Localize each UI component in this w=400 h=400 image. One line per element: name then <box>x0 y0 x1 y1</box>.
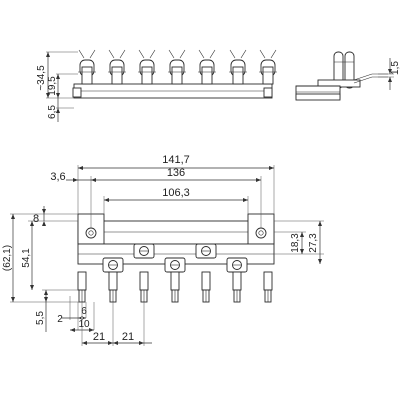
dim-end-offset: 3,6 <box>50 171 65 183</box>
terminal-screws-upper <box>133 243 217 259</box>
dim-body-height: 19,5 <box>47 76 58 96</box>
dim-inner-width: 106,3 <box>162 187 190 199</box>
dim-body-height: 27,3 <box>308 233 319 253</box>
terminal-screws-lower <box>102 257 248 273</box>
connector-pins <box>77 271 273 303</box>
dim-pitch-b: 21 <box>122 331 134 343</box>
dim-tab-height: 18,3 <box>290 233 301 253</box>
front-view: 141,7 136 3,6 106,3 (62,1) 54,1 8 <box>2 154 324 346</box>
dim-top-offset: 8 <box>33 213 39 225</box>
dim-overall-height: ~34,5 <box>36 65 47 91</box>
dim-pin-pitch: 6 <box>81 306 87 317</box>
dim-small-step: 5,5 <box>35 311 46 325</box>
dim-overall-width: 141,7 <box>162 154 190 166</box>
top-view: ~34,5 19,5 6,5 <box>36 49 277 122</box>
side-view: 1,5 <box>295 51 400 101</box>
dim-hole-spacing: 136 <box>167 167 185 179</box>
connector-heads <box>78 49 277 85</box>
dim-thickness: 1,5 <box>390 61 400 75</box>
dim-pin-span: 10 <box>78 319 90 330</box>
dim-base: 6,5 <box>47 105 58 119</box>
dim-main-height: 54,1 <box>21 248 32 268</box>
dim-overall-height: (62,1) <box>2 245 13 271</box>
dim-pitch-a: 21 <box>93 331 105 343</box>
dim-gap: 2 <box>57 314 63 325</box>
